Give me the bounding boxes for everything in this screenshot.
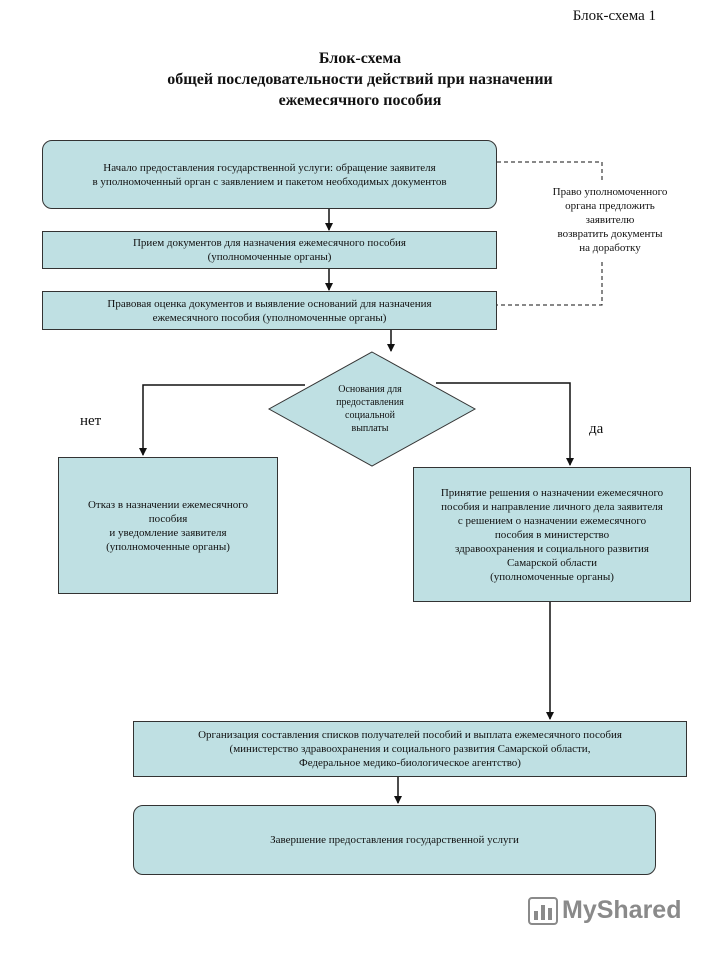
approval-node: Принятие решения о назначении ежемесячно…: [413, 467, 691, 602]
start-node: Начало предоставления государственной ус…: [42, 140, 497, 209]
return-documents-note: Право уполномоченного органа предложить …: [520, 185, 700, 255]
receive-node-line-1: Прием документов для назначения ежемесяч…: [132, 237, 406, 249]
approve-node-line-7: (уполномоченные органы): [490, 570, 614, 583]
arrow-decision-to-approve: [436, 382, 574, 466]
finish-node: Завершение предоставления государственно…: [133, 805, 656, 875]
approve-node-line-4: пособия в министерство: [494, 528, 610, 541]
start-node-line-2: в уполномоченный орган с заявлением и па…: [92, 175, 447, 188]
start-node-line-1: Начало предоставления государственной ус…: [103, 161, 436, 174]
title-line-2: общей последовательности действий при на…: [167, 71, 553, 88]
bar-chart-icon: [528, 896, 558, 925]
arrow-decision-to-refuse: [139, 384, 305, 456]
title-line-3: ежемесячного пособия: [278, 92, 442, 109]
refuse-node-line-3: и уведомление заявителя: [109, 526, 227, 539]
receive-documents-node: Прием документов для назначения ежемесяч…: [42, 231, 497, 269]
decision-line-4: выплаты: [351, 423, 389, 434]
organize-node-line-2: (министерство здравоохранения и социальн…: [229, 743, 591, 755]
side-note-line-3: заявителю: [585, 214, 635, 226]
myshared-watermark: MyShared: [528, 896, 681, 925]
refusal-node: Отказ в назначении ежемесячного пособия …: [58, 457, 278, 594]
approve-node-line-2: пособия и направление личного дела заяви…: [441, 500, 663, 513]
title-line-1: Блок-схема: [318, 50, 402, 67]
finish-node-line-1: Завершение предоставления государственно…: [270, 834, 519, 846]
decision-line-2: предоставления: [336, 397, 404, 408]
approve-node-line-1: Принятие решения о назначении ежемесячно…: [440, 486, 664, 499]
organize-node-line-3: Федеральное медико-биологическое агентст…: [299, 757, 521, 769]
corner-label: Блок-схема 1: [572, 8, 656, 24]
payment-organization-node: Организация составления списков получате…: [133, 721, 687, 777]
diagram-title: Блок-схема общей последовательности дейс…: [0, 48, 720, 111]
branch-label-no: нет: [80, 413, 102, 429]
refuse-node-line-2: пособия: [148, 512, 188, 525]
branch-label-yes: да: [589, 421, 604, 437]
assess-node-line-1: Правовая оценка документов и выявление о…: [107, 297, 432, 310]
organize-node-line-1: Организация составления списков получате…: [198, 729, 622, 741]
side-note-line-2: органа предложить: [565, 200, 655, 212]
side-note-line-4: возвратить документы: [557, 228, 663, 240]
side-note-line-5: на доработку: [579, 242, 641, 254]
approve-node-line-5: здравоохранения и социального развития: [455, 542, 649, 555]
approve-node-line-3: с решением о назначении ежемесячного: [457, 514, 647, 527]
receive-node-line-2: (уполномоченные органы): [207, 251, 332, 263]
legal-assessment-node: Правовая оценка документов и выявление о…: [42, 291, 497, 330]
decision-diamond: [267, 351, 477, 467]
approve-node-line-6: Самарской области: [506, 556, 598, 569]
side-note-line-1: Право уполномоченного: [552, 186, 668, 198]
assess-node-line-2: ежемесячного пособия (уполномоченные орг…: [152, 311, 387, 324]
watermark-text: MyShared: [562, 896, 682, 924]
decision-line-3: социальной: [345, 410, 395, 421]
dashed-return-line-top: [497, 161, 603, 183]
refuse-node-line-4: (уполномоченные органы): [106, 540, 230, 553]
decision-line-1: Основания для: [338, 384, 402, 395]
refuse-node-line-1: Отказ в назначении ежемесячного: [87, 498, 249, 511]
dashed-return-line-bottom: [497, 262, 603, 306]
decision-text: Основания для предоставления социальной …: [310, 383, 430, 435]
